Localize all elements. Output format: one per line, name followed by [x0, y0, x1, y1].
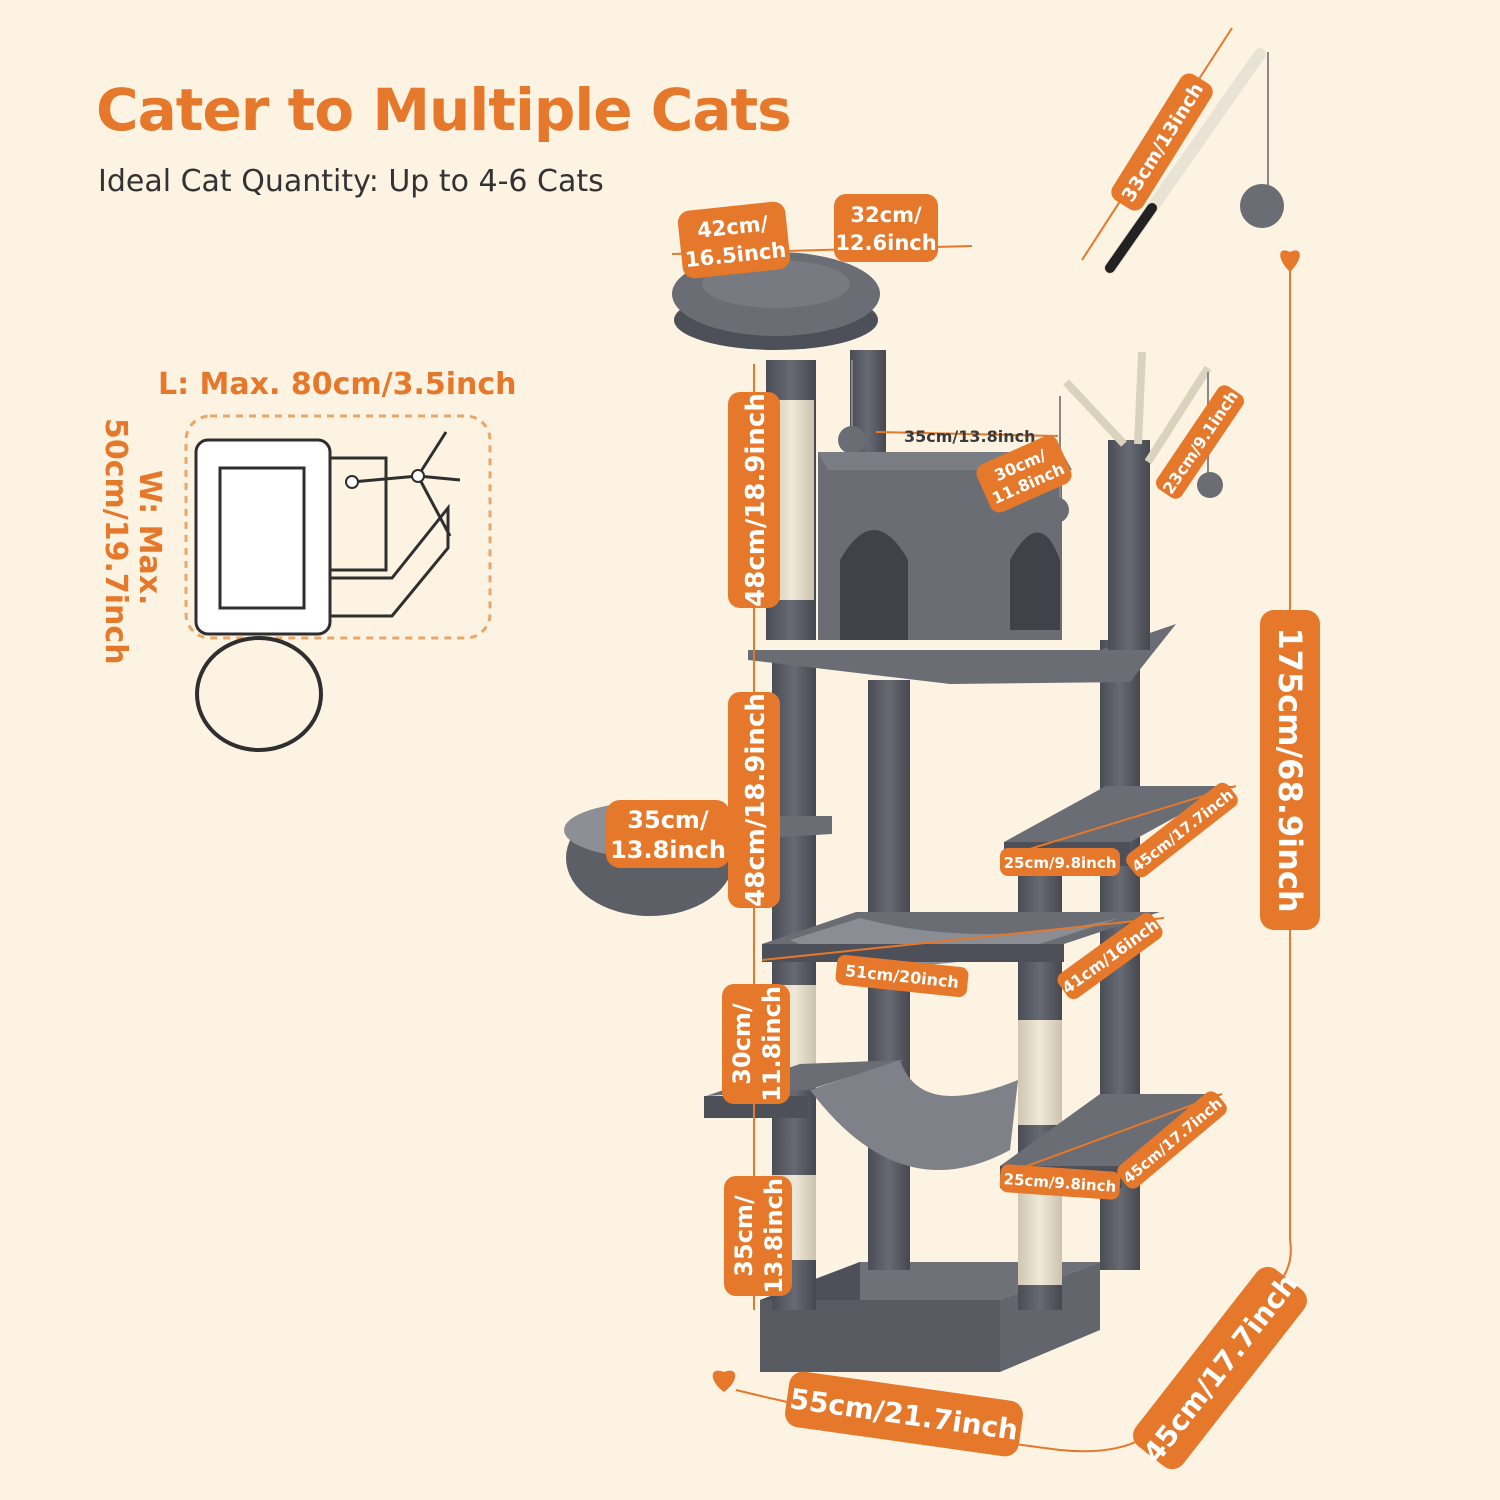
label-pill [1133, 1266, 1307, 1470]
hammock-line [761, 917, 1165, 961]
page-subtitle: Ideal Cat Quantity: Up to 4-6 Cats [98, 164, 604, 199]
label-pill [1126, 782, 1238, 878]
heart-icon [1280, 250, 1300, 272]
floor-plan-base-inner [218, 466, 306, 610]
heart-icon [712, 1370, 736, 1392]
floor-plan-branch-a [416, 431, 448, 477]
floor-plan-boundary [184, 414, 492, 640]
dim-mid-post: 48cm/18.9inch [728, 692, 780, 908]
dim-basket-line2: 13.8inch [610, 836, 726, 864]
dim-perch-inner-line1: 32cm/ [850, 203, 922, 227]
floor-plan-width-label-1: 50cm/19.7inch [98, 418, 133, 665]
upper-platform [748, 624, 1176, 684]
label-pill [677, 201, 791, 279]
label-pill [724, 1176, 792, 1296]
toy-ball [1043, 497, 1069, 523]
lower-step-line [999, 1093, 1223, 1177]
sisal-branch [1063, 379, 1127, 447]
floor-plan-branch-b [417, 474, 461, 482]
dim-top-post: 48cm/18.9inch [728, 392, 780, 608]
dim-basket: 35cm/ 13.8inch [606, 800, 730, 868]
floor-plan-length-label: L: Max. 80cm/3.5inch [158, 367, 517, 402]
label-pill [976, 435, 1072, 513]
floor-plan-branch-c [416, 475, 452, 537]
label-pill [1156, 385, 1244, 499]
floor-plan-post-dot [411, 469, 425, 483]
floor-plan-shelf [328, 456, 388, 572]
dim-lower-post: 30cm/ 11.8inch [722, 984, 790, 1104]
hammock-front [762, 944, 1064, 962]
toy-ball [1240, 184, 1284, 228]
dim-mid-post-text: 48cm/18.9inch [741, 693, 771, 907]
condo-door-right [1010, 532, 1060, 630]
sisal-wrap [1018, 1020, 1062, 1125]
dim-base-depth-text: 45cm/17.7inch [1137, 1267, 1305, 1469]
dim-hammock-width: 51cm/20inch [835, 954, 969, 998]
toy-ball [1197, 472, 1223, 498]
dim-total-height-text: 175cm/68.9inch [1271, 627, 1309, 912]
dim-upper-step-width: 25cm/9.8inch [1000, 848, 1120, 876]
dim-top-post-text: 48cm/18.9inch [741, 393, 771, 607]
upper-step-line [999, 785, 1237, 859]
sisal-branch [1144, 365, 1212, 465]
label-pill [1117, 1091, 1227, 1189]
floor-plan-width-label-2: W: Max. [132, 470, 167, 605]
dim-base-post-line2: 13.8inch [760, 1178, 788, 1294]
dim-base-width: 55cm/21.7inch [785, 1371, 1023, 1457]
label-pill [834, 194, 938, 262]
label-pill [1057, 912, 1163, 1000]
upper-step-top [1004, 786, 1232, 842]
dim-base-depth: 45cm/17.7inch [1133, 1266, 1307, 1470]
floor-plan-diagram: L: Max. 80cm/3.5inch 50cm/19.7inch W: Ma… [98, 367, 517, 752]
label-pill [728, 392, 780, 608]
label-pill [722, 984, 790, 1104]
label-pill [606, 800, 730, 868]
dim-lower-step-width: 25cm/9.8inch [999, 1164, 1121, 1200]
dim-condo-width: 35cm/13.8inch [904, 427, 1036, 446]
page-title: Cater to Multiple Cats [96, 76, 792, 144]
toy-stick-handle [1105, 203, 1157, 273]
floor-plan-arm [351, 474, 419, 484]
floor-plan-post-dot [345, 475, 359, 489]
dim-base-post-line1: 35cm/ [730, 1195, 758, 1277]
label-pill [1000, 848, 1120, 876]
label-pill [785, 1371, 1023, 1457]
sling-hammock [810, 1060, 1018, 1170]
dim-perch-inner: 32cm/ 12.6inch [834, 194, 938, 262]
sisal-wrap [1018, 1190, 1062, 1285]
lower-step-top [1000, 1094, 1222, 1166]
dim-perch-outer: 42cm/ 16.5inch [677, 201, 791, 279]
dim-lower-post-line2: 11.8inch [758, 986, 786, 1102]
dim-base-post: 35cm/ 13.8inch [724, 1176, 792, 1296]
label-pill [835, 954, 969, 998]
sisal-branch [1134, 351, 1146, 445]
toy-ball [838, 426, 866, 454]
dim-upper-step-width-text: 25cm/9.8inch [1004, 854, 1117, 872]
floor-plan-step [328, 503, 450, 618]
label-pill [1260, 610, 1320, 930]
condo-door-left [840, 530, 908, 640]
floor-plan-basket [195, 636, 323, 752]
dim-lower-post-line1: 30cm/ [728, 1003, 756, 1085]
branch-post [1108, 440, 1150, 650]
label-pill [728, 692, 780, 908]
condo-width-line [875, 431, 1059, 437]
label-pill [999, 1164, 1121, 1200]
dim-total-height: 175cm/68.9inch [1260, 610, 1320, 930]
dim-perch-inner-line2: 12.6inch [835, 231, 936, 255]
dim-basket-line1: 35cm/ [627, 806, 709, 834]
base-front [760, 1300, 1000, 1372]
label-pill [1111, 73, 1213, 211]
